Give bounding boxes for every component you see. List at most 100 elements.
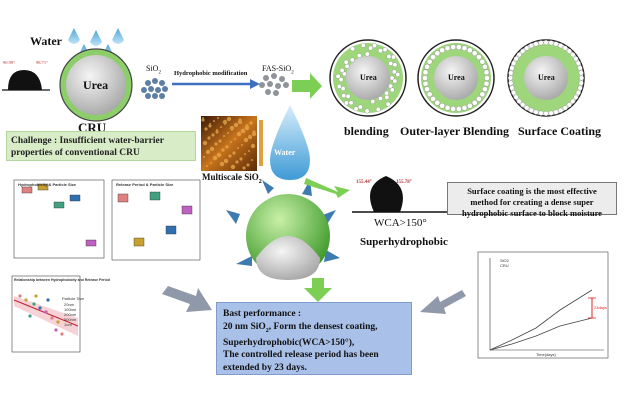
particle-dot	[566, 102, 572, 108]
release-legend-cru: CRU	[500, 263, 509, 268]
particle-dot	[577, 65, 583, 71]
particle-dot	[578, 70, 584, 76]
gray-arrow-right	[420, 290, 466, 314]
sio2-particles	[141, 78, 168, 99]
afm-speck	[233, 122, 239, 128]
particle-dot	[520, 48, 526, 54]
scatter-point	[50, 316, 54, 320]
particle-dot	[533, 109, 539, 115]
particle-dot	[372, 43, 377, 49]
particle-dot	[511, 60, 517, 66]
best-performance-box: Bast performance : 20 nm SiO2, Form the …	[216, 302, 412, 375]
afm-speck	[202, 140, 208, 146]
afm-speck	[248, 150, 250, 152]
fas-sio2-particles	[259, 73, 289, 96]
particle-dot	[348, 100, 354, 106]
particle-dot	[345, 93, 351, 99]
particle-dot	[508, 70, 514, 76]
particle-dot	[439, 102, 445, 109]
scatter-point	[24, 298, 28, 302]
afm-speck	[235, 160, 239, 164]
box	[117, 193, 129, 203]
particle-dot	[341, 71, 347, 77]
scatter-point	[32, 302, 36, 306]
particle-dot	[570, 52, 576, 58]
particle-dot	[426, 91, 433, 98]
wca-right-label: 155.78°	[396, 180, 412, 185]
plot3-title: Relationship between Hydrophobicity and …	[14, 278, 110, 282]
green-arrow-right	[292, 73, 322, 99]
particle-dot	[391, 69, 397, 75]
particle-dot	[450, 44, 456, 50]
best-line2: 20 nm SiO2, Form the densest coating,	[223, 321, 378, 334]
water-drop-large	[270, 105, 310, 180]
particle-dot	[461, 45, 468, 51]
particle-dot	[543, 110, 549, 116]
particle-dot	[335, 73, 341, 79]
sio2-label: SiO2	[146, 64, 161, 76]
particle-dot	[386, 54, 392, 59]
afm-speck	[208, 124, 212, 128]
particle-dot	[368, 45, 373, 51]
particle-dot	[382, 47, 388, 53]
wca-threshold-label: WCA>150°	[374, 217, 427, 229]
particle-dot	[439, 47, 445, 54]
challenge-box: Challenge : Insufficient water-barrier p…	[6, 131, 196, 161]
box	[85, 239, 97, 247]
particle-dot	[424, 64, 430, 70]
superhydrophobic-granule	[226, 180, 340, 280]
multiscale-sio2-label: Multiscale SiO2	[202, 172, 262, 185]
afm-speck	[220, 126, 222, 128]
blending-label: blending	[344, 124, 389, 138]
challenge-line2: properties of conventional CRU	[11, 148, 140, 158]
particle-dot	[422, 69, 429, 76]
particle-dot	[357, 104, 363, 110]
particle-dot	[378, 48, 383, 54]
scatter-point	[28, 314, 32, 318]
particle-dot	[430, 96, 436, 102]
afm-speck	[237, 119, 243, 125]
afm-speck	[211, 133, 215, 137]
particle-dot	[444, 105, 451, 111]
particle-dot	[471, 50, 478, 57]
afm-speck	[210, 162, 212, 164]
cru-granule	[59, 48, 133, 122]
superhydrophobic-droplet	[352, 176, 450, 213]
afm-speck	[249, 121, 253, 125]
particle-dot	[508, 80, 514, 86]
particle-dot	[578, 80, 584, 86]
particle-dot	[388, 60, 394, 66]
afm-speck	[224, 123, 226, 125]
particle-dot	[538, 40, 544, 46]
particle-dot	[350, 46, 355, 52]
scatter-point	[56, 320, 60, 324]
release-legend-sio2: SiO2	[500, 258, 509, 263]
particle-dot	[579, 75, 585, 81]
particle-dot	[340, 86, 346, 91]
afm-speck	[251, 131, 257, 137]
particle-dot	[341, 93, 347, 99]
afm-speck	[229, 125, 235, 131]
afm-speck	[231, 129, 233, 131]
plot1-title: Hydrophobicity & Particle Size	[18, 182, 77, 187]
particle-dot	[482, 86, 488, 92]
afm-speck	[227, 132, 229, 134]
box	[133, 237, 145, 247]
water-drop-label: Water	[274, 148, 296, 157]
afm-speck	[232, 151, 236, 155]
particle-dot	[509, 85, 515, 91]
afm-speck	[214, 142, 218, 146]
release-annotation: 23days	[594, 305, 607, 310]
plot3-legend-2: 200nm	[64, 312, 77, 317]
particle-dot	[444, 45, 451, 51]
particle-dot	[476, 96, 482, 102]
particle-dot	[422, 75, 428, 81]
particle-dot	[378, 96, 383, 101]
particle-dot	[385, 101, 391, 107]
scatter-point	[54, 328, 58, 332]
box	[21, 186, 33, 194]
plot2-title: Release Period & Particle Size	[116, 182, 174, 187]
particle-dot	[479, 91, 486, 98]
afm-speck	[243, 137, 249, 143]
surface-coating-granule	[507, 39, 585, 117]
